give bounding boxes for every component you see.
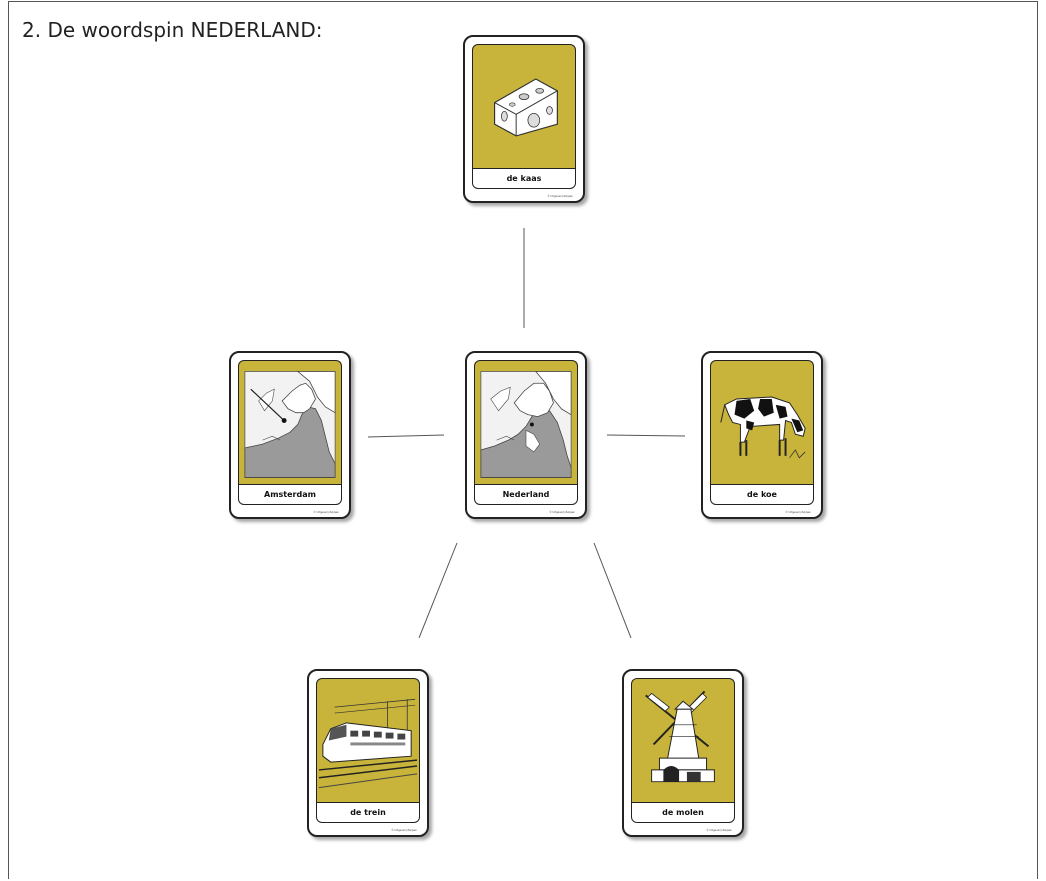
windmill-icon [631,678,735,802]
connector-bottom-right [593,542,632,639]
card-credit: © Uitgeverij Zwijsen [706,829,732,832]
connector-left [367,434,445,438]
card-de-kaas[interactable]: de kaas © Uitgeverij Zwijsen [463,35,585,203]
card-de-molen[interactable]: de molen © Uitgeverij Zwijsen [622,669,744,837]
card-label: de trein [316,802,420,823]
card-label: Amsterdam [238,484,342,505]
connector-bottom-left [418,542,458,639]
card-label: de molen [631,802,735,823]
card-label: Nederland [474,484,578,505]
card-amsterdam[interactable]: Amsterdam © Uitgeverij Zwijsen [229,351,351,519]
card-credit: © Uitgeverij Zwijsen [313,511,339,514]
amsterdam-map-icon [238,360,342,484]
card-credit: © Uitgeverij Zwijsen [785,511,811,514]
card-de-koe[interactable]: de koe © Uitgeverij Zwijsen [701,351,823,519]
card-de-trein[interactable]: de trein © Uitgeverij Zwijsen [307,669,429,837]
connector-right [606,434,686,437]
train-icon [316,678,420,802]
card-credit: © Uitgeverij Zwijsen [547,195,573,198]
card-label: de kaas [472,168,576,189]
card-credit: © Uitgeverij Zwijsen [391,829,417,832]
exercise-heading: 2. De woordspin NEDERLAND: [22,18,323,42]
card-label: de koe [710,484,814,505]
netherlands-map-icon [474,360,578,484]
card-credit: © Uitgeverij Zwijsen [549,511,575,514]
worksheet-frame [8,1,1038,879]
cheese-icon [472,44,576,168]
card-nederland[interactable]: Nederland © Uitgeverij Zwijsen [465,351,587,519]
cow-icon [710,360,814,484]
